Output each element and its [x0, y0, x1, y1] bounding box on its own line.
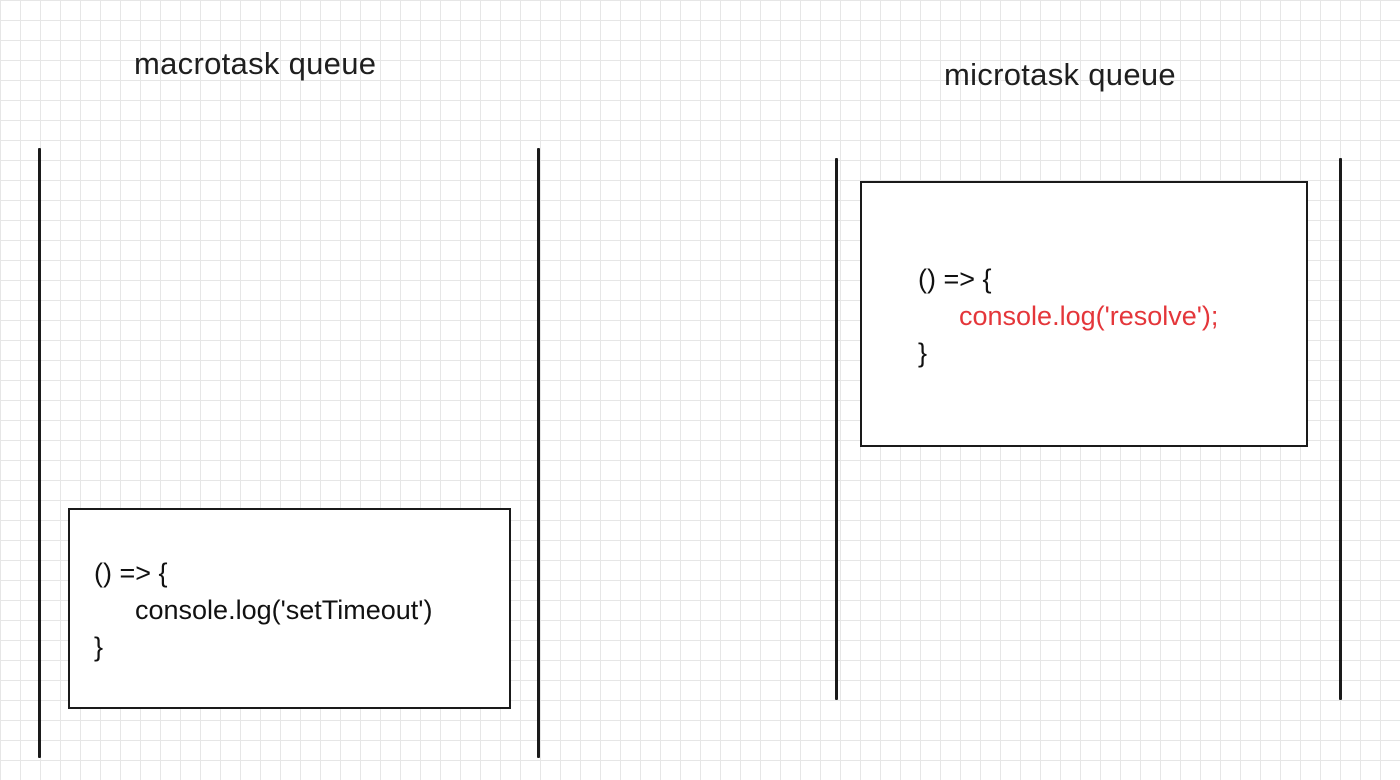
macrotask-callback-code: () => { console.log('setTimeout') } [94, 555, 432, 666]
microtask-callback-code: () => { console.log('resolve'); } [918, 261, 1218, 372]
microtask-queue-left-wall [835, 158, 838, 700]
microtask-queue-title: microtask queue [944, 57, 1176, 92]
code-line-highlighted: console.log('resolve'); [959, 301, 1219, 331]
microtask-callback-box: () => { console.log('resolve'); } [860, 181, 1308, 447]
code-line: () => { [918, 264, 992, 294]
code-line: } [918, 338, 928, 368]
macrotask-queue-right-wall [537, 148, 540, 758]
microtask-queue-right-wall [1339, 158, 1342, 700]
code-line: console.log('setTimeout') [135, 595, 433, 625]
macrotask-callback-box: () => { console.log('setTimeout') } [68, 508, 511, 709]
code-line: () => { [94, 558, 168, 588]
macrotask-queue-title: macrotask queue [134, 46, 377, 81]
macrotask-queue-left-wall [38, 148, 41, 758]
code-line: } [94, 632, 104, 662]
